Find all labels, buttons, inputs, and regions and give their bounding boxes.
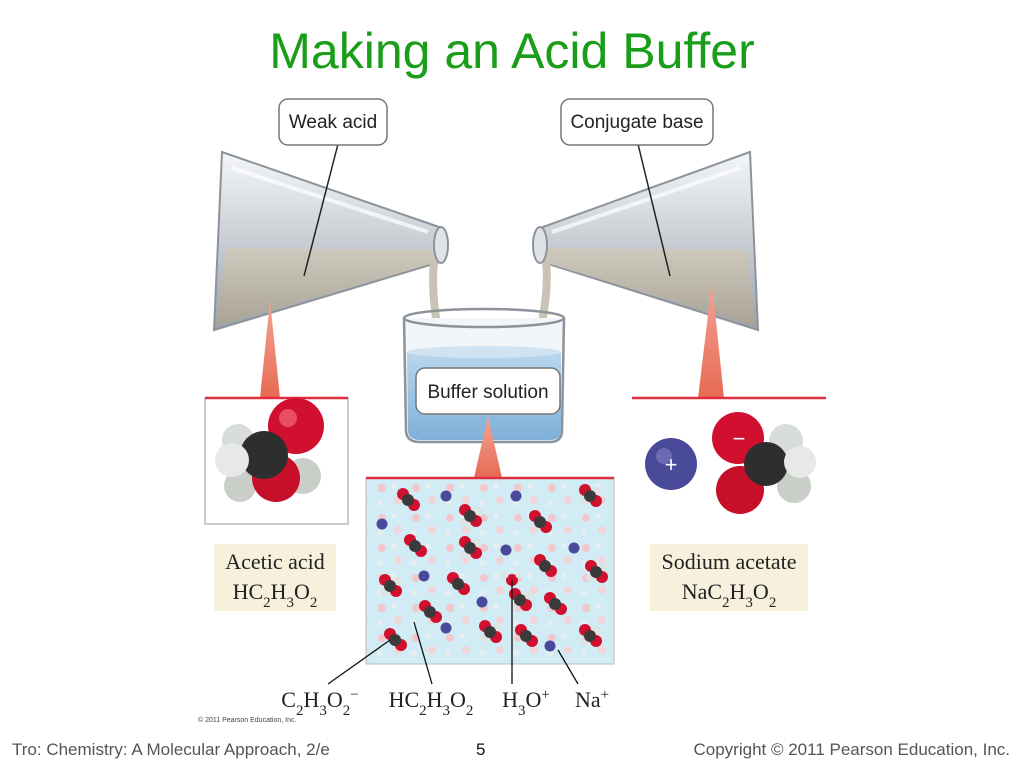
solution-molecule xyxy=(585,560,608,583)
figure-credit: © 2011 Pearson Education, Inc. xyxy=(198,716,296,724)
solution-molecule xyxy=(397,488,420,511)
solution-molecule xyxy=(419,600,442,623)
weak-acid-label: Weak acid xyxy=(289,112,377,133)
solution-molecule xyxy=(459,504,482,527)
species-leader-lines xyxy=(327,580,579,685)
solution-molecule xyxy=(459,536,482,559)
sodium-ion-particle xyxy=(376,518,388,530)
sodium-ion-particle xyxy=(510,490,522,502)
sodium-ion-particle xyxy=(500,544,512,556)
hydronium-label: H3O+ xyxy=(502,687,550,719)
footer-course-text: Tro: Chemistry: A Molecular Approach, 2/… xyxy=(12,740,330,759)
solution-molecule xyxy=(534,554,557,577)
solution-particles xyxy=(376,484,608,652)
acetic-acid-molecule-panel xyxy=(204,396,349,525)
solution-molecule xyxy=(579,624,602,647)
acetate-ion-sign: − xyxy=(733,426,746,451)
right-magnifier-cone xyxy=(698,282,724,398)
solution-molecule xyxy=(509,588,532,611)
solution-molecule xyxy=(579,484,602,507)
solution-molecule xyxy=(479,620,502,643)
solution-molecule xyxy=(544,592,567,615)
footer-copyright: Copyright © 2011 Pearson Education, Inc. xyxy=(693,740,1010,759)
solution-molecule xyxy=(404,534,427,557)
acetic-acid-label-box: Acetic acid HC2H3O2 xyxy=(214,544,336,611)
sodium-acetate-formula: NaC2H3O2 xyxy=(682,579,777,611)
solution-molecule xyxy=(529,510,552,533)
sodium-ion-particle xyxy=(544,640,556,652)
acetate-ion-model: − xyxy=(712,412,816,514)
solution-molecule xyxy=(384,628,407,651)
center-magnifier-cone xyxy=(474,416,502,478)
weak-acid-callout: Weak acid xyxy=(278,98,388,277)
buffer-solution-label: Buffer solution xyxy=(427,382,548,403)
sodium-acetate-name: Sodium acetate xyxy=(661,549,796,574)
solution-molecule xyxy=(379,574,402,597)
sodium-ion-particle xyxy=(440,622,452,634)
sodium-ion-label: Na+ xyxy=(575,687,609,712)
footer-page-number: 5 xyxy=(476,740,486,759)
sodium-ion-particle xyxy=(476,596,488,608)
conjugate-base-callout: Conjugate base xyxy=(560,98,714,277)
sodium-ion-particle xyxy=(418,570,430,582)
acetic-acid-species-label: HC2H3O2 xyxy=(389,687,474,719)
conjugate-base-flask xyxy=(532,150,760,371)
acetic-acid-molecule-model xyxy=(215,398,324,502)
sodium-ion-particle xyxy=(568,542,580,554)
solution-molecule xyxy=(515,624,538,647)
buffer-solution-callout: Buffer solution xyxy=(415,367,561,415)
sodium-ion-sign: + xyxy=(665,452,678,477)
sodium-acetate-molecule-panel: + − xyxy=(632,396,826,514)
acetic-acid-formula: HC2H3O2 xyxy=(233,579,318,611)
solution-molecule xyxy=(447,572,470,595)
acetic-acid-name: Acetic acid xyxy=(225,549,325,574)
buffer-solution-molecular-view xyxy=(365,476,615,665)
left-magnifier-cone xyxy=(260,300,280,398)
conjugate-base-label: Conjugate base xyxy=(570,112,703,133)
slide-title: Making an Acid Buffer xyxy=(269,23,755,79)
sodium-acetate-label-box: Sodium acetate NaC2H3O2 xyxy=(650,544,808,611)
sodium-ion-model: + xyxy=(645,438,697,490)
sodium-ion-particle xyxy=(440,490,452,502)
acetate-ion-label: C2H3O2− xyxy=(281,687,358,719)
